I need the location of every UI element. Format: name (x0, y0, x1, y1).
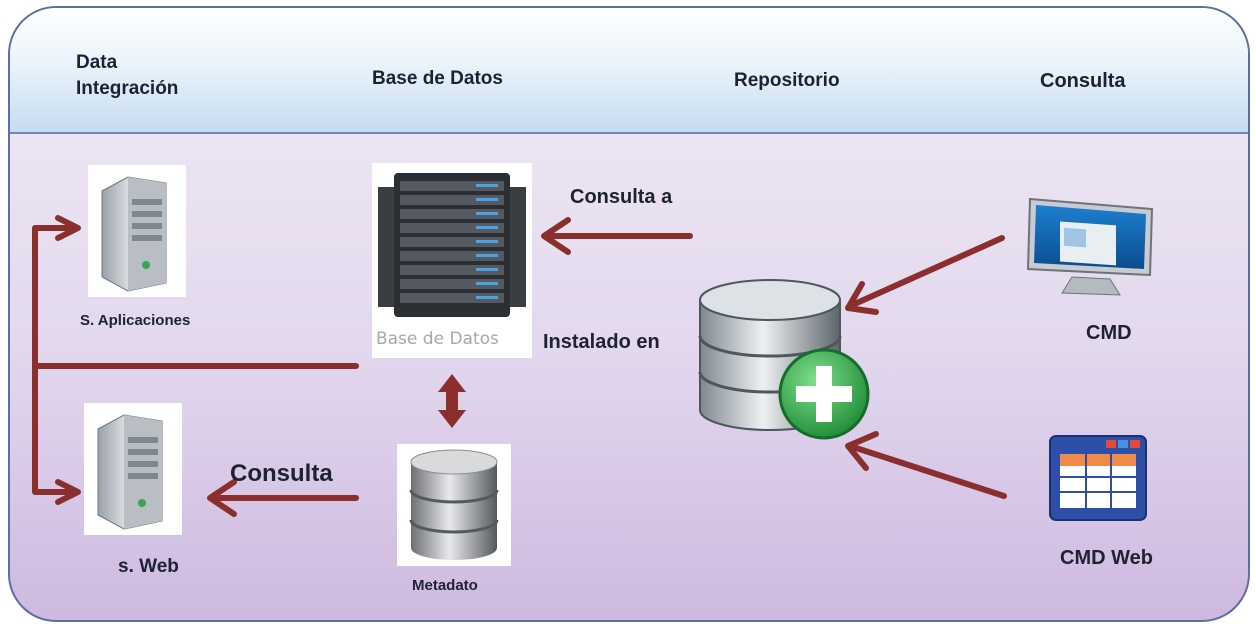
diagram-frame (8, 6, 1250, 622)
cmd-arrow (847, 235, 1005, 309)
consulta-a-label: Consulta a (570, 186, 673, 208)
consulta-a-arrowhead (541, 217, 571, 255)
web-window-icon (1049, 435, 1147, 521)
bidirectional-arrow (438, 374, 466, 428)
database-caption: Base de Datos (376, 329, 499, 349)
cmd-label: CMD (1086, 322, 1132, 344)
monitor-icon (1026, 197, 1154, 296)
header-base-de-datos: Base de Datos (372, 68, 503, 89)
cmd-web-arrow (847, 443, 1007, 499)
header-col1-line2: Integración (76, 77, 179, 99)
consulta-label: Consulta (230, 460, 333, 487)
header-repositorio: Repositorio (734, 70, 840, 91)
database-icon (397, 444, 511, 566)
header-col1-line1: Data (76, 52, 118, 73)
consulta-arrowhead (207, 479, 237, 517)
app-server-label: S. Aplicaciones (80, 312, 191, 329)
web-server-label: s. Web (118, 556, 179, 577)
database-plus-icon (698, 279, 870, 440)
bracket-line (32, 225, 79, 495)
server-rack-icon: Base de Datos (372, 163, 532, 358)
cmd-web-label: CMD Web (1060, 547, 1153, 569)
bracket-head-top (55, 215, 81, 241)
bracket-head-bottom (55, 479, 81, 505)
header-band (10, 8, 1248, 134)
header-consulta: Consulta (1040, 70, 1126, 92)
header-data-integracion: Data Integración (76, 50, 178, 101)
instalado-en-label: Instalado en (543, 331, 660, 353)
server-icon (88, 165, 186, 297)
server-icon (84, 403, 182, 535)
cmd-arrowhead (845, 281, 879, 315)
metadata-label: Metadato (412, 577, 478, 594)
cmd-web-arrowhead (845, 431, 879, 471)
